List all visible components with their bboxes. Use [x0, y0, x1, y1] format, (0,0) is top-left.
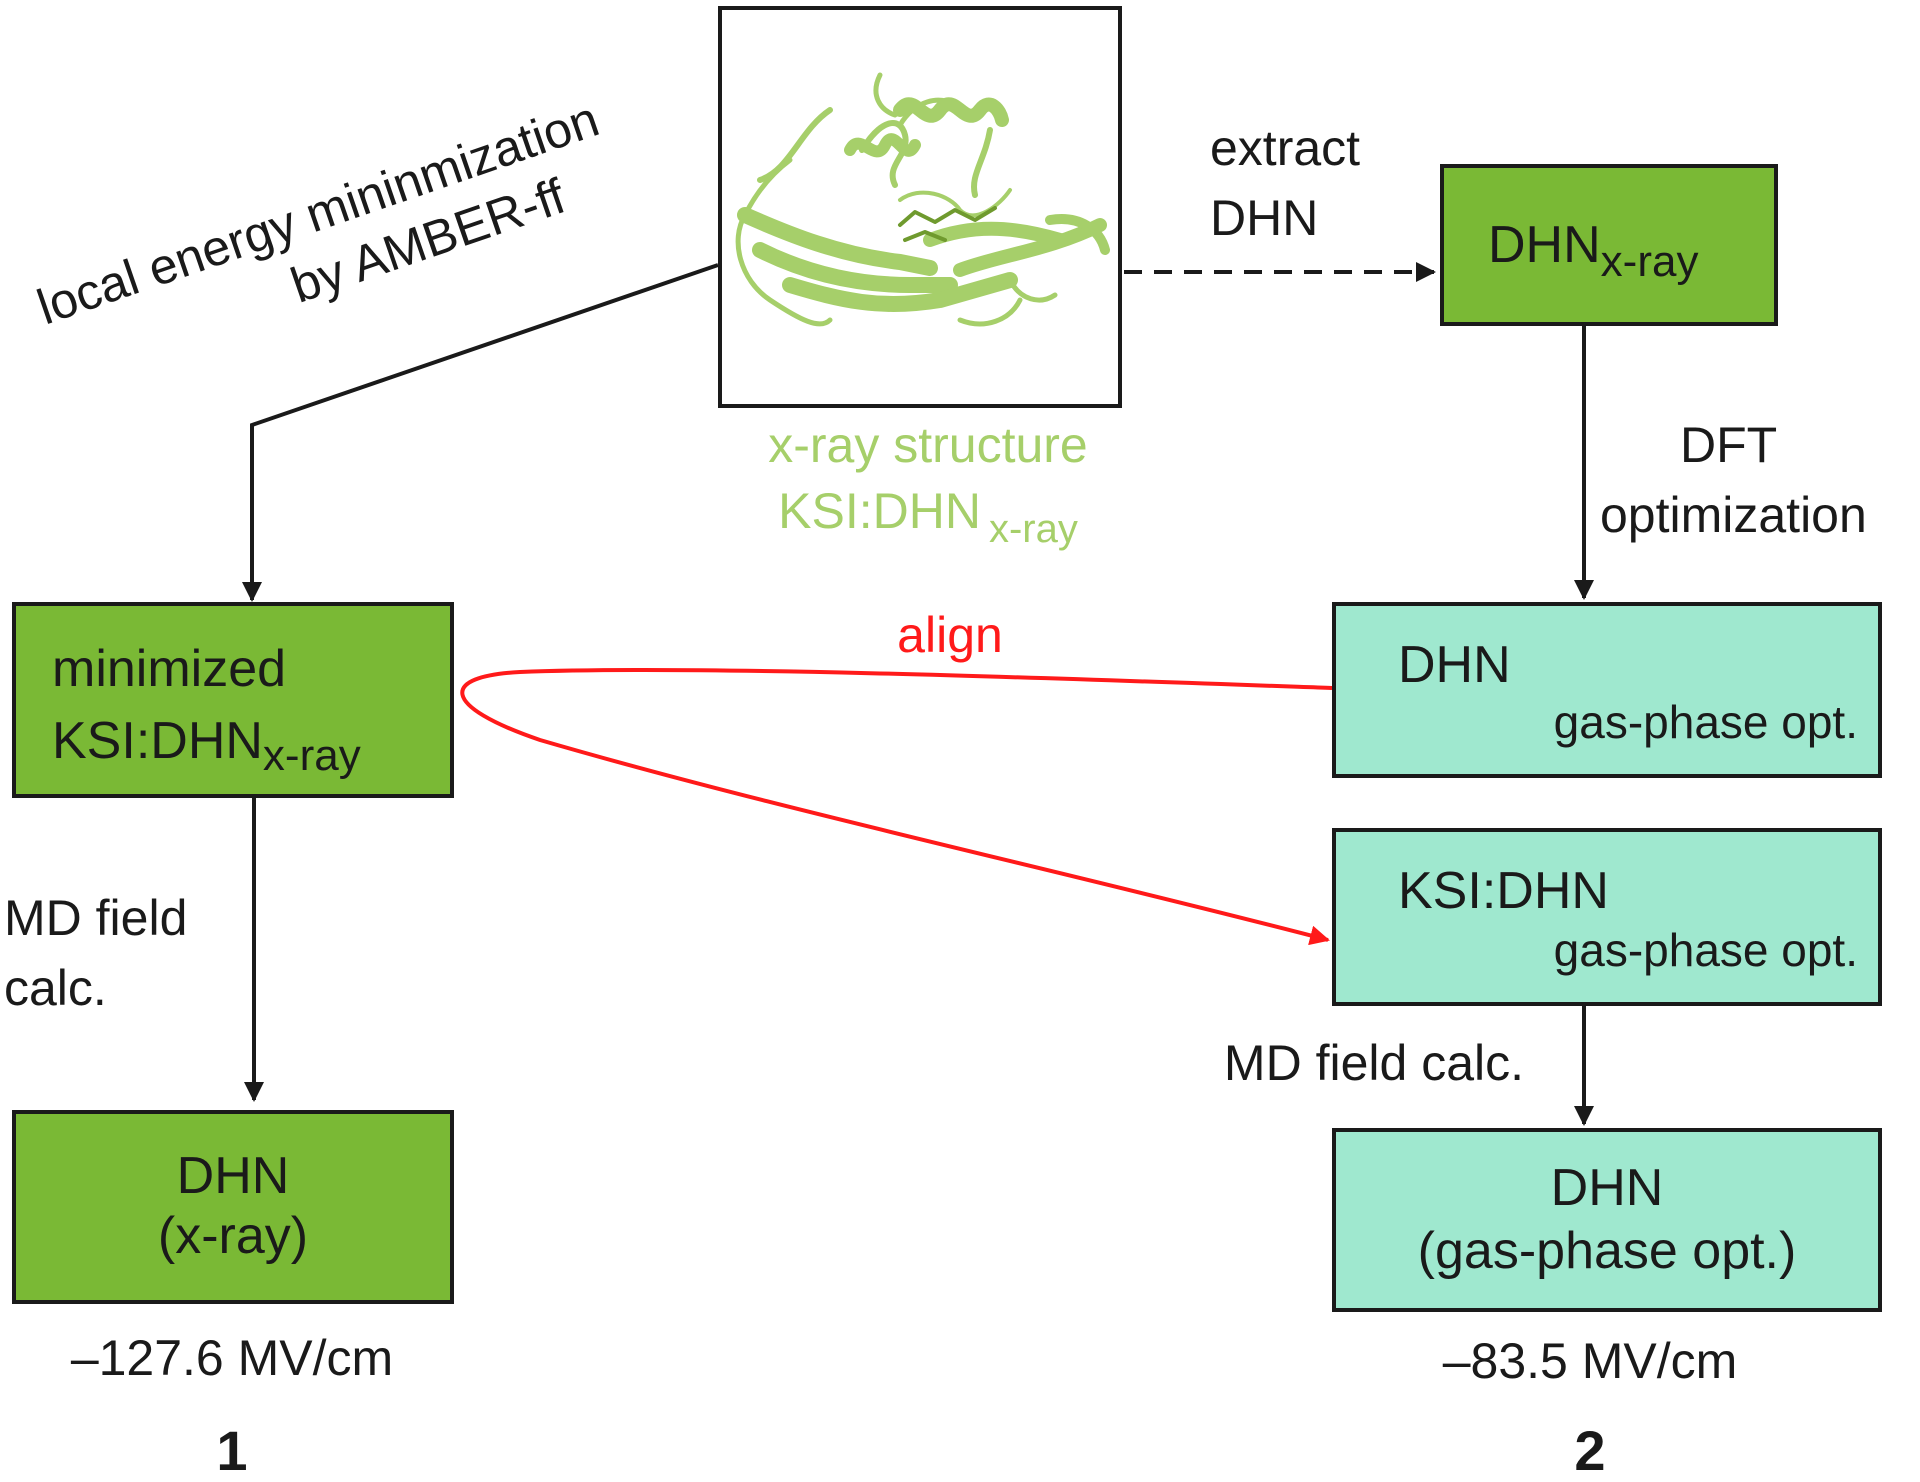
left-field-value: –127.6 MV/cm [71, 1330, 393, 1386]
minimized-box-main: KSI:DHN [52, 712, 263, 770]
minimized-ksi-dhn-box: minimized KSI:DHNx-ray [12, 602, 454, 798]
dhn-gas-line1: DHN [1398, 636, 1511, 694]
protein-ribbon-icon [735, 72, 1110, 327]
ksi-dhn-gas-phase-box: KSI:DHN gas-phase opt. [1332, 828, 1882, 1006]
ksi-gas-line2: gas-phase opt. [1554, 924, 1858, 976]
protein-caption-line1: x-ray structure [768, 417, 1088, 473]
protein-caption-sub: x-ray [989, 507, 1078, 551]
dhn-xray-main: DHN [1488, 216, 1601, 274]
right-md-label: MD field calc. [1224, 1035, 1524, 1091]
dhn-xray-result-box: DHN (x-ray) [12, 1110, 454, 1304]
minimization-label: local energy mininmization by AMBER-ff [30, 91, 605, 336]
ksi-gas-line1: KSI:DHN [1398, 862, 1609, 920]
protein-caption-main: KSI:DHN [778, 483, 981, 539]
minimized-box-sub: x-ray [263, 731, 361, 780]
right-field-value: –83.5 MV/cm [1443, 1333, 1738, 1389]
dhn-xray-sub: x-ray [1601, 237, 1699, 286]
left-md-label-line2: calc. [4, 960, 107, 1016]
minimized-box-line1: minimized [52, 640, 286, 698]
right-result-line1: DHN [1551, 1159, 1664, 1217]
align-label: align [897, 607, 1003, 663]
protein-structure-image [718, 6, 1122, 408]
dhn-gas-line2: gas-phase opt. [1554, 696, 1858, 748]
left-md-label-line1: MD field [4, 890, 187, 946]
compound-number-2: 2 [1574, 1419, 1605, 1482]
compound-number-1: 1 [216, 1419, 247, 1482]
left-result-line2: (x-ray) [158, 1207, 308, 1265]
align-curve [460, 668, 1333, 946]
dhn-gas-phase-box: DHN gas-phase opt. [1332, 602, 1882, 778]
extract-label-line2: DHN [1210, 190, 1318, 246]
dhn-xray-label: DHNx-ray [1488, 216, 1698, 286]
minimized-box-line2: KSI:DHNx-ray [52, 712, 361, 780]
left-result-line1: DHN [177, 1147, 290, 1205]
minimization-arrow [242, 263, 719, 602]
right-result-line2: (gas-phase opt.) [1418, 1222, 1797, 1280]
dhn-xray-box: DHNx-ray [1440, 164, 1778, 326]
extract-label-line1: extract [1210, 120, 1360, 176]
dft-label-line1: DFT [1680, 417, 1777, 473]
dft-label-line2: optimization [1600, 487, 1867, 543]
dhn-gas-phase-result-box: DHN (gas-phase opt.) [1332, 1128, 1882, 1312]
